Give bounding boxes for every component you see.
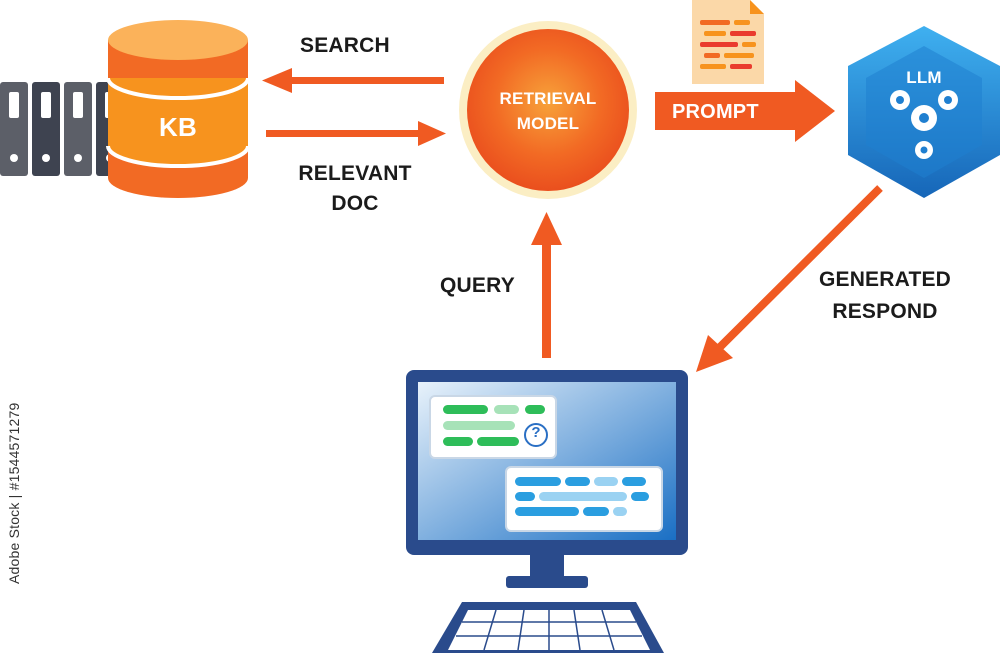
- generated-respond-label-line1: GENERATED: [818, 268, 952, 291]
- query-arrow: [531, 212, 562, 358]
- retrieval-model-label-line2: MODEL: [516, 114, 580, 133]
- stock-watermark: Adobe Stock | #1544571279: [6, 402, 22, 584]
- search-arrow: [262, 68, 444, 93]
- keyboard-icon: [432, 602, 664, 653]
- generated-respond-arrow: [696, 185, 883, 372]
- relevant-doc-label-line2: DOC: [331, 192, 379, 215]
- query-label: QUERY: [440, 274, 515, 297]
- prompt-arrow: [655, 80, 835, 142]
- kb-label: KB: [159, 112, 197, 142]
- relevant-doc-arrow: [266, 121, 446, 146]
- retrieval-model-node: [459, 21, 637, 199]
- gears-icon: [890, 90, 958, 159]
- monitor-icon: [406, 370, 688, 588]
- binders-icon: [0, 82, 124, 176]
- question-mark-icon: [524, 423, 548, 447]
- relevant-doc-label-line1: RELEVANT: [298, 162, 412, 185]
- generated-respond-label-line2: RESPOND: [832, 300, 938, 323]
- document-icon: [692, 0, 764, 84]
- prompt-label: PROMPT: [672, 101, 759, 123]
- database-icon: [106, 20, 250, 198]
- retrieval-model-label-line1: RETRIEVAL: [499, 89, 597, 108]
- llm-label: LLM: [906, 68, 942, 87]
- question-mark-text: ?: [531, 424, 541, 441]
- search-label: SEARCH: [300, 34, 390, 57]
